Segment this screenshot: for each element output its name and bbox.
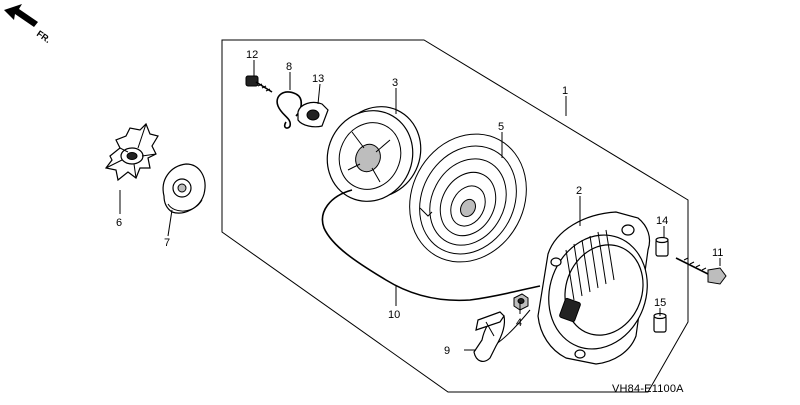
collar-part-lower (653, 312, 667, 333)
direction-label: FR. (35, 28, 53, 45)
callout-10: 10 (388, 309, 400, 321)
callout-3: 3 (392, 77, 398, 89)
spring-clip-part (276, 91, 303, 129)
starter-rope-part (321, 189, 541, 302)
callout-6: 6 (116, 217, 122, 229)
callout-11: 11 (712, 247, 723, 259)
leader-lines (119, 60, 721, 351)
callout-7: 7 (164, 237, 170, 249)
flange-bolt-part (675, 257, 727, 285)
friction-plate-part (297, 101, 329, 128)
callout-4: 4 (516, 317, 522, 329)
direction-arrow-icon (4, 4, 38, 27)
callout-13: 13 (312, 73, 324, 85)
callout-8: 8 (286, 61, 292, 73)
fan-part (104, 122, 159, 182)
reel-part (326, 106, 422, 202)
bolt-part (245, 75, 273, 93)
callout-15: 15 (654, 297, 666, 309)
callout-5: 5 (498, 121, 504, 133)
starter-case-part (537, 211, 651, 365)
callout-9: 9 (444, 345, 450, 357)
recoil-spring-part (409, 133, 527, 263)
collar-part (655, 236, 669, 257)
nut-part (513, 293, 529, 311)
drive-plate-part (162, 163, 206, 214)
assembly-outline (221, 39, 689, 393)
diagram-code: VH84-E1100A (612, 383, 684, 395)
callout-12: 12 (246, 49, 258, 61)
starter-grip-part (473, 311, 506, 362)
callout-14: 14 (656, 215, 668, 227)
callout-1: 1 (562, 85, 568, 97)
callout-2: 2 (576, 185, 582, 197)
